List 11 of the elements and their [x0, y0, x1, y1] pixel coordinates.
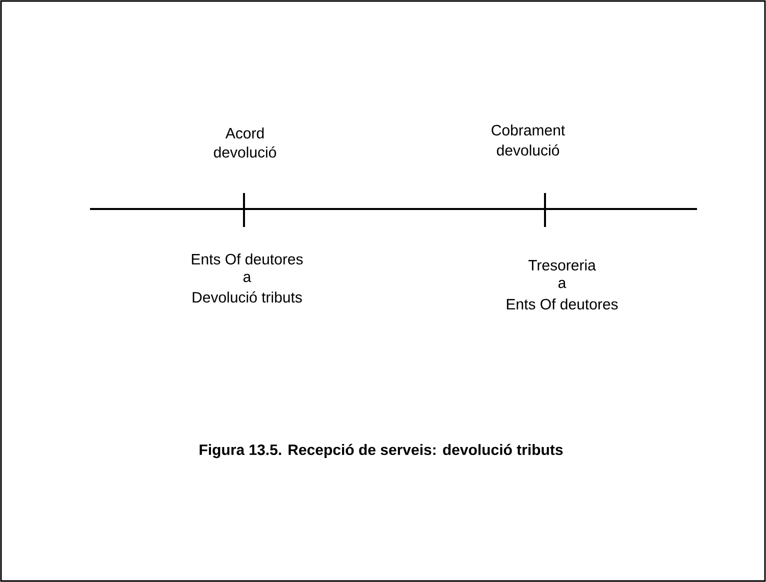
timeline-label: devolució: [496, 144, 560, 156]
timeline-label: a: [243, 274, 252, 282]
timeline-label: Ents Of deutores: [506, 298, 618, 310]
timeline-label: a: [558, 280, 566, 288]
caption: Figura 13.5. Recepció de serveis: devolució tributs: [200, 444, 563, 458]
timeline-label: Ents Of deutores: [192, 254, 303, 264]
timeline-label: Tresoreria: [528, 260, 596, 270]
timeline-label: Devolució tributs: [192, 291, 302, 303]
timeline-label: devolució: [214, 146, 276, 158]
timeline-label: Acord: [225, 128, 264, 138]
timeline-label: Cobrament: [492, 124, 565, 136]
